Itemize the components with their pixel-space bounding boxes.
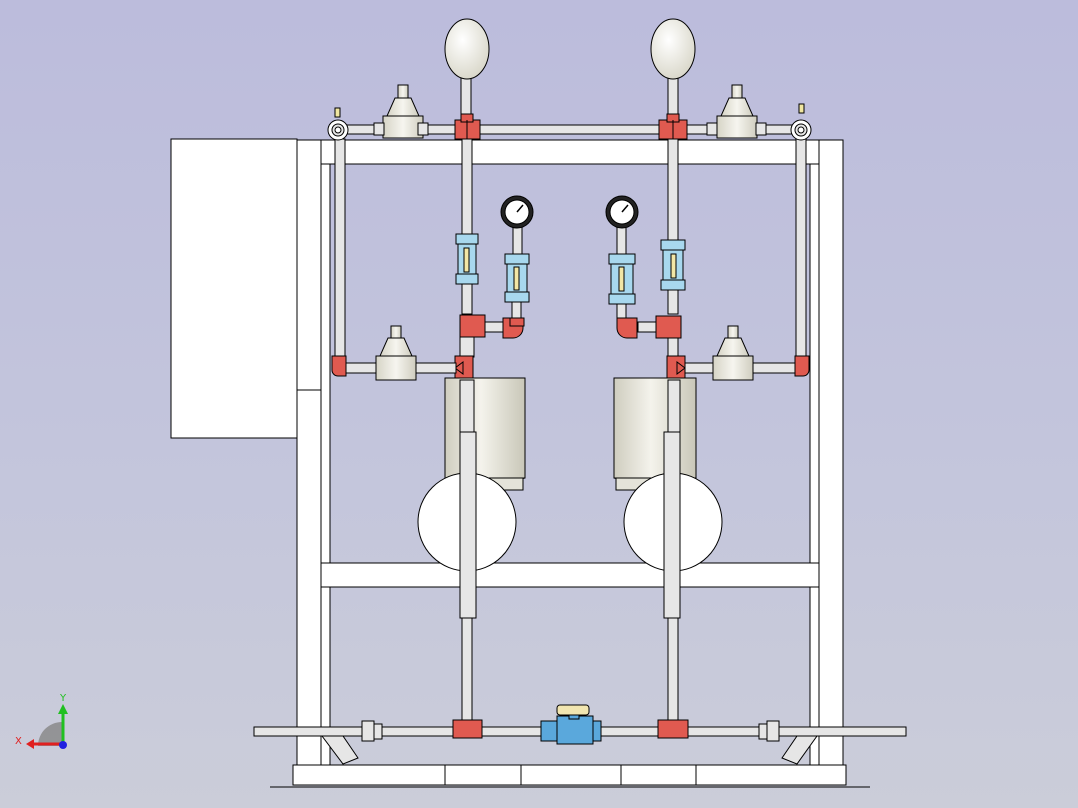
side-elbow-left bbox=[331, 355, 347, 377]
header-tee-right bbox=[658, 113, 688, 140]
upper-check-valve-left bbox=[373, 84, 429, 139]
side-elbow-right bbox=[794, 355, 810, 377]
pump-tee-right bbox=[666, 355, 686, 381]
flowmeter-right-2 bbox=[608, 253, 636, 321]
pump-tee-left bbox=[454, 355, 474, 381]
frame-mid-beam bbox=[320, 562, 820, 588]
suction-pipe-right bbox=[663, 379, 681, 721]
lower-check-valve-right bbox=[684, 325, 796, 381]
discharge-tee-left bbox=[459, 314, 525, 358]
upper-check-valve-right bbox=[706, 84, 767, 139]
header-tee-left bbox=[454, 113, 481, 140]
pump-motor-left bbox=[444, 377, 526, 491]
discharge-tee-right bbox=[616, 315, 682, 359]
frame-inner-right-post bbox=[809, 163, 820, 766]
flowmeter-left-2 bbox=[504, 253, 530, 321]
pressure-gauge-left bbox=[500, 195, 534, 257]
flowmeter-right-1 bbox=[660, 239, 686, 291]
frame bbox=[270, 139, 870, 788]
pulsation-dampener-left bbox=[444, 18, 490, 119]
triad-y-label: Y bbox=[59, 693, 67, 704]
lower-check-valve-left bbox=[345, 325, 457, 381]
suction-pipe-left bbox=[459, 379, 477, 721]
coordinate-triad-icon: Y X bbox=[15, 693, 68, 749]
frame-inner-left-post bbox=[320, 163, 331, 766]
control-panel bbox=[170, 138, 298, 439]
frame-top-beam bbox=[296, 139, 844, 165]
discharge-pipe-left bbox=[461, 138, 473, 315]
header-end-fittings bbox=[327, 103, 812, 141]
pump-motor-right bbox=[613, 377, 697, 491]
triad-x-label: X bbox=[15, 736, 22, 747]
suction-tee-right bbox=[657, 719, 689, 739]
pulsation-dampener-right bbox=[650, 18, 696, 119]
discharge-pipe-right bbox=[667, 138, 679, 315]
suction-tee-left bbox=[452, 719, 483, 739]
frame-base bbox=[292, 764, 847, 786]
flowmeter-left-1 bbox=[455, 233, 479, 285]
frame-left-post bbox=[296, 139, 322, 766]
pressure-gauge-right bbox=[605, 195, 639, 257]
ball-valve bbox=[540, 704, 602, 745]
frame-right-post bbox=[818, 139, 844, 766]
